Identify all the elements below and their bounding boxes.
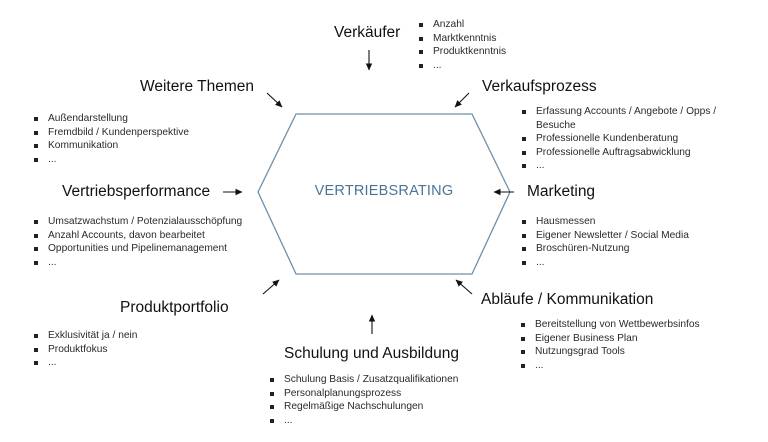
list-item: Professionelle Auftragsabwicklung (522, 146, 744, 160)
topic-marketing: Marketing Hausmessen Eigener Newsletter … (522, 183, 689, 269)
topic-verkaufsprozess-title: Verkaufsprozess (482, 78, 597, 95)
arrow-ablaeufe (455, 279, 473, 295)
list-item: Marktkenntnis (419, 32, 506, 46)
topic-verkaeufer-title-wrap: Verkäufer (334, 24, 400, 42)
list-item: Regelmäßige Nachschulungen (270, 400, 459, 414)
list-item: ... (34, 256, 242, 270)
list-item: Eigener Business Plan (521, 332, 700, 346)
list-item: Schulung Basis / Zusatzqualifikationen (270, 373, 459, 387)
list-item: Anzahl Accounts, davon bearbeitet (34, 229, 242, 243)
list-item: Produktfokus (34, 343, 229, 357)
topic-produktportfolio-title: Produktportfolio (120, 299, 229, 316)
list-item: Nutzungsgrad Tools (521, 345, 700, 359)
topic-vertriebsperformance-title: Vertriebsperformance (62, 183, 211, 200)
list-item: Fremdbild / Kundenperspektive (34, 126, 254, 140)
list-item: Umsatzwachstum / Potenzialausschöpfung (34, 215, 242, 229)
topic-produktportfolio: Produktportfolio Exklusivität ja / nein … (34, 299, 229, 370)
topic-verkaeufer-list: Anzahl Marktkenntnis Produktkenntnis ... (419, 18, 506, 72)
topic-verkaufsprozess: Verkaufsprozess Erfassung Accounts / Ang… (482, 78, 744, 173)
topic-produktportfolio-list: Exklusivität ja / nein Produktfokus ... (34, 329, 229, 370)
list-item: Professionelle Kundenberatung (522, 132, 744, 146)
list-item: Bereitstellung von Wettbewerbsinfos (521, 318, 700, 332)
list-item: Broschüren-Nutzung (522, 242, 689, 256)
list-item: ... (419, 59, 506, 73)
center-label: VERTRIEBSRATING (314, 183, 454, 199)
topic-ablaeufe-title: Abläufe / Kommunikation (481, 291, 654, 308)
topic-ablaeufe-list: Bereitstellung von Wettbewerbsinfos Eige… (521, 318, 700, 372)
list-item: Anzahl (419, 18, 506, 32)
topic-verkaeufer-list-wrap: Anzahl Marktkenntnis Produktkenntnis ... (419, 18, 506, 72)
list-item: ... (270, 414, 459, 428)
list-item: Exklusivität ja / nein (34, 329, 229, 343)
topic-schulung-title: Schulung und Ausbildung (284, 345, 459, 362)
topic-verkaeufer-title: Verkäufer (334, 24, 401, 41)
topic-schulung-list: Schulung Basis / Zusatzqualifikationen P… (270, 373, 459, 427)
topic-marketing-list: Hausmessen Eigener Newsletter / Social M… (522, 215, 689, 269)
hexagon (257, 113, 511, 275)
topic-schulung: Schulung und Ausbildung Schulung Basis /… (270, 345, 459, 427)
arrow-verkaufsprozess (454, 92, 470, 108)
list-item: Kommunikation (34, 139, 254, 153)
list-item: Opportunities und Pipelinemanagement (34, 242, 242, 256)
list-item: Hausmessen (522, 215, 689, 229)
arrow-produktportfolio (262, 279, 280, 295)
list-item: ... (521, 359, 700, 373)
topic-verkaufsprozess-list: Erfassung Accounts / Angebote / Opps / B… (522, 105, 744, 173)
topic-ablaeufe: Abläufe / Kommunikation Bereitstellung v… (481, 291, 700, 372)
list-item: ... (522, 256, 689, 270)
topic-weitere-themen-title: Weitere Themen (140, 78, 255, 95)
arrow-weitere-themen (266, 92, 283, 108)
topic-marketing-title: Marketing (527, 183, 596, 200)
list-item: Außendarstellung (34, 112, 254, 126)
list-item: Erfassung Accounts / Angebote / Opps / B… (522, 105, 744, 132)
topic-vertriebsperformance: Vertriebsperformance Umsatzwachstum / Po… (34, 183, 242, 269)
list-item: Personalplanungsprozess (270, 387, 459, 401)
list-item: ... (522, 159, 744, 173)
topic-weitere-themen: Weitere Themen Außendarstellung Fremdbil… (34, 78, 254, 166)
list-item: Produktkenntnis (419, 45, 506, 59)
topic-weitere-themen-list: Außendarstellung Fremdbild / Kundenpersp… (34, 112, 254, 166)
list-item: Eigener Newsletter / Social Media (522, 229, 689, 243)
topic-vertriebsperformance-list: Umsatzwachstum / Potenzialausschöpfung A… (34, 215, 242, 269)
list-item: ... (34, 356, 229, 370)
list-item: ... (34, 153, 254, 167)
